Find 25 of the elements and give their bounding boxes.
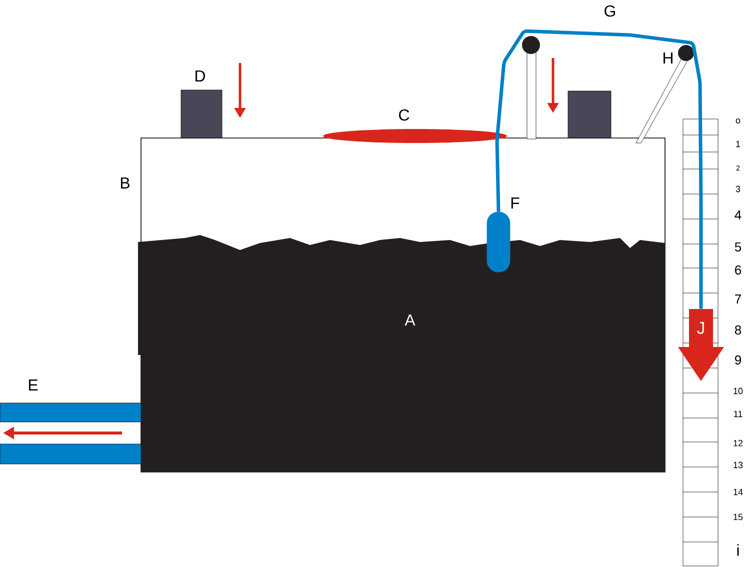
scale-number: 3 xyxy=(736,186,740,192)
part-letter: F xyxy=(511,198,520,208)
scale-number: 13 xyxy=(734,462,743,468)
scale-number: 14 xyxy=(734,488,743,496)
scale-number: 5 xyxy=(734,242,742,252)
cord xyxy=(495,29,703,309)
part-letter: D xyxy=(196,70,206,82)
scale-number: 11 xyxy=(734,410,742,418)
scale-number: o xyxy=(736,118,740,124)
part-letter: H xyxy=(664,52,672,64)
scale-number: 1 xyxy=(736,140,740,148)
part-letter: G xyxy=(604,5,616,17)
scale-number: 12 xyxy=(734,440,743,446)
scale-number: 6 xyxy=(735,265,742,275)
scale-number: i xyxy=(737,544,739,556)
scale-number: 4 xyxy=(734,210,742,220)
part-letter: E xyxy=(29,380,38,390)
part-letter: A xyxy=(404,314,416,326)
part-letter: B xyxy=(121,178,130,188)
float xyxy=(486,212,510,272)
scale-number: 15 xyxy=(734,514,743,520)
scale-number: 10 xyxy=(734,388,743,394)
node-label: J xyxy=(697,322,704,334)
scale-number: 7 xyxy=(735,294,741,304)
part-letter: C xyxy=(399,109,410,121)
